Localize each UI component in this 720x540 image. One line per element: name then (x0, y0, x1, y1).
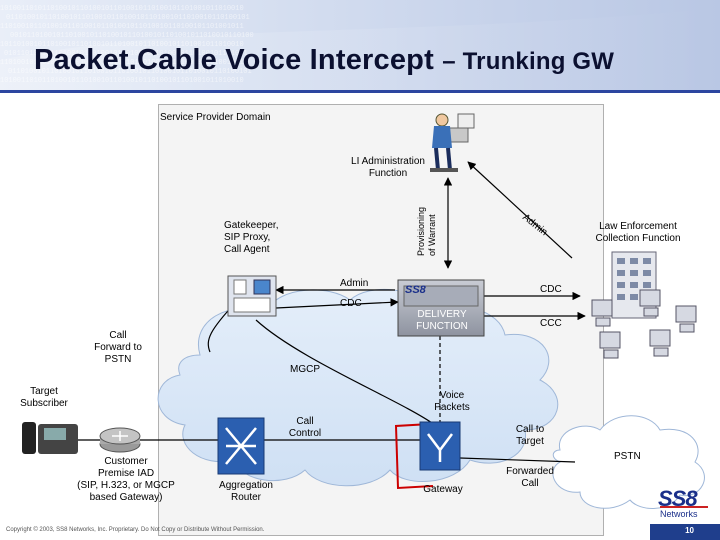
delivery-function-label: DELIVERY FUNCTION (416, 309, 468, 332)
gateway-switch-icon (419, 421, 461, 471)
customer-iad-label: Customer Premise IAD (SIP, H.323, or MGC… (77, 456, 175, 503)
customer-iad-icon (99, 427, 141, 453)
call-control-label: Call Control (288, 416, 322, 439)
ss8-box-label: SS8 (405, 284, 426, 296)
forwarded-call-label: Forwarded Call (506, 466, 554, 489)
binary-background-graphic: 1010011010110100101101001011010010110100… (0, 5, 720, 92)
admin-left-label: Admin (340, 278, 369, 289)
gateway-pstn-link (459, 457, 576, 463)
ip-phone-icon (22, 422, 78, 454)
page-number: 10 (685, 526, 694, 535)
voice-packets-label: Voice Packets (434, 390, 470, 413)
logo-bar (660, 506, 708, 508)
call-forward-label: Call Forward to PSTN (94, 330, 142, 365)
pstn-cloud (552, 415, 705, 509)
svg-text:110100101101001011010010110100: 1101001011010010110100101101001011010010… (0, 23, 244, 31)
mgcp-link (255, 319, 436, 426)
ccc-label: CCC (540, 318, 562, 329)
gatekeeper-label: Gatekeeper, SIP Proxy, Call Agent (224, 220, 279, 255)
delivery-function-box (397, 279, 485, 337)
logo-tagline: Networks (660, 509, 698, 519)
mgcp-label: MGCP (290, 364, 320, 375)
svg-text:101001101011010010110100101101: 1010011010110100101101001011010010110100… (0, 5, 244, 13)
header-rule (0, 90, 720, 93)
lea-workstations-icon (591, 289, 697, 359)
cdc-right-label: CDC (540, 284, 562, 295)
li-admin-label: LI Administration Function (351, 156, 425, 179)
pstn-label: PSTN (614, 451, 641, 462)
slide-header: 1010011010110100101101001011010010110100… (0, 0, 720, 92)
admin-right-arrow (467, 161, 573, 259)
gateway-intercept-link-a (394, 423, 434, 490)
provisioning-label: Provisioning of Warrant (416, 206, 437, 256)
domain-label: Service Provider Domain (160, 112, 271, 123)
copyright-text: Copyright © 2003, SS8 Networks, Inc. Pro… (6, 527, 265, 533)
svg-text:001011010010110100101101001011: 0010110100101101001011010010110100101101… (10, 32, 254, 40)
aggregation-router-icon (217, 417, 265, 475)
target-subscriber-label: Target Subscriber (20, 386, 68, 409)
svg-text:011010010110100101101001011010: 0110100101101001011010010110100101101001… (6, 14, 250, 22)
slide-title: Packet.Cable Voice Intercept – Trunking … (34, 44, 614, 77)
ss8-logo: SS8 Networks (656, 486, 716, 522)
title-main: Packet.Cable Voice Intercept (34, 44, 434, 76)
lea-building-icon (611, 251, 657, 319)
title-sub: – Trunking GW (442, 48, 615, 75)
call-to-target-label: Call to Target (515, 424, 545, 447)
admin-workstation-icon (430, 113, 475, 172)
gateway-label: Gateway (423, 484, 463, 495)
page-number-badge: 10 (650, 524, 720, 540)
cdc-left-label: CDC (340, 298, 362, 309)
gatekeeper-server-icon (227, 275, 277, 317)
aggregation-router-label: Aggregation Router (219, 480, 273, 503)
cdc-left-link (275, 298, 399, 309)
lea-label: Law Enforcement Collection Function (595, 221, 681, 244)
